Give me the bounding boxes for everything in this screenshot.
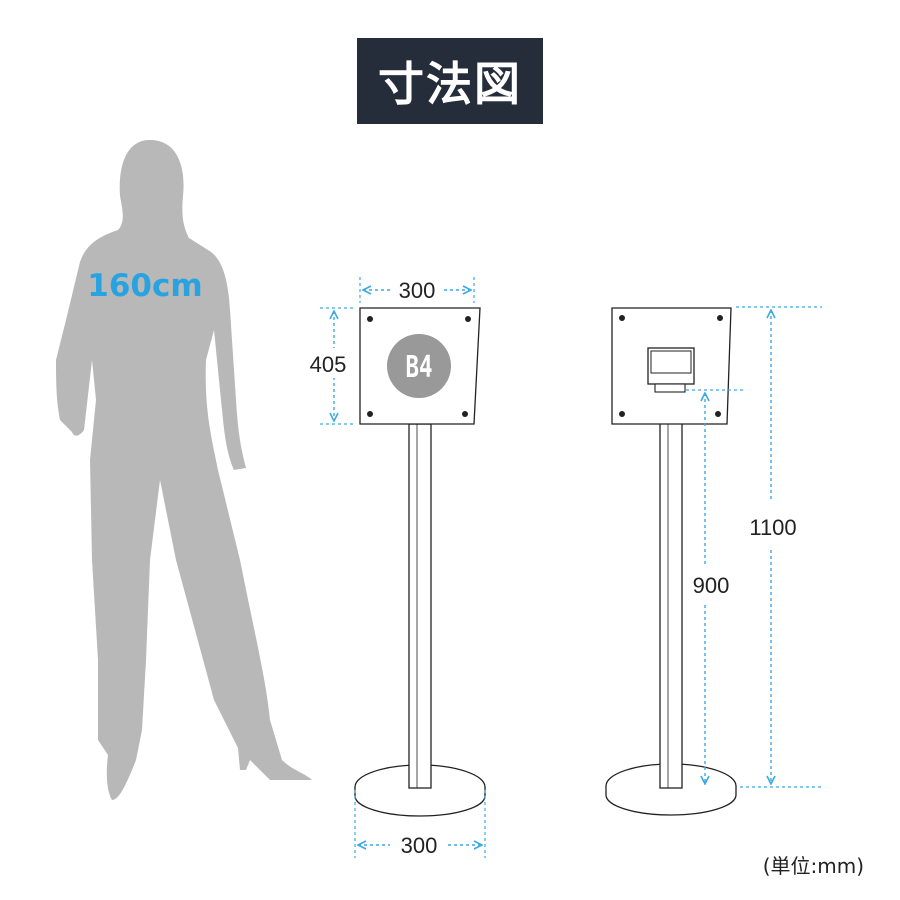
front-base-edge <box>354 787 486 817</box>
b4-badge <box>387 334 451 398</box>
screw-icon <box>465 316 471 322</box>
b4-badge-label: B4 <box>405 350 432 385</box>
mount-bracket <box>647 347 695 385</box>
dim-total-height: 1100 <box>736 306 822 788</box>
screw-icon <box>715 411 721 417</box>
screw-icon <box>367 316 373 322</box>
dim-board-height: 405 <box>300 307 356 425</box>
screw-icon <box>367 411 373 417</box>
front-view-stand: B4 <box>354 307 486 817</box>
unit-label: (単位:mm) <box>762 854 864 878</box>
page-title: 寸法図 <box>378 57 522 111</box>
title-banner: 寸法図 <box>357 38 543 124</box>
total-height-label: 1100 <box>749 515 796 540</box>
front-pole <box>408 423 432 789</box>
screw-icon <box>717 315 723 321</box>
pole-height-label: 900 <box>693 573 730 598</box>
board-height-label: 405 <box>310 352 347 377</box>
screw-icon <box>462 411 468 417</box>
person-height-label: 160cm <box>87 268 202 304</box>
back-pole <box>659 391 683 789</box>
back-base-edge <box>605 786 737 816</box>
dim-board-width: 300 <box>359 277 475 303</box>
dim-base-width: 300 <box>354 790 486 858</box>
back-view-stand <box>605 307 737 816</box>
dim-pole-height: 900 <box>686 389 745 784</box>
base-width-label: 300 <box>401 833 438 858</box>
screw-icon <box>619 411 625 417</box>
board-width-label: 300 <box>399 278 436 303</box>
person-silhouette <box>56 140 312 800</box>
screw-icon <box>619 315 625 321</box>
